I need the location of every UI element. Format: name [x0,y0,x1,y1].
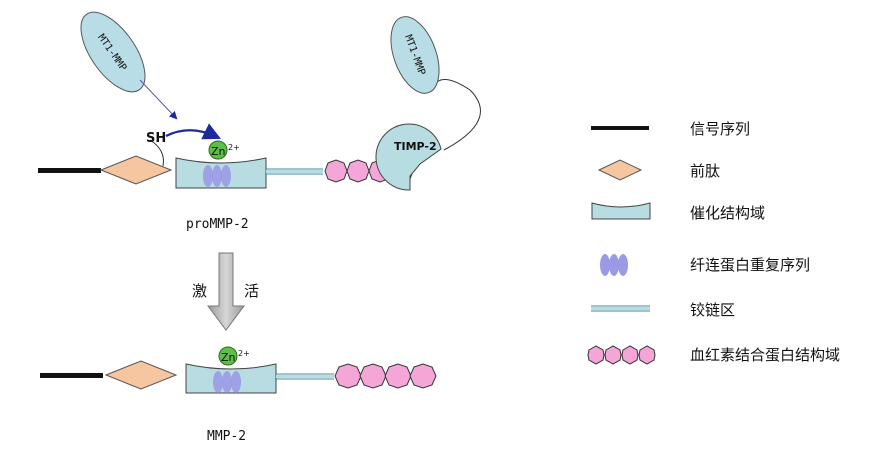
legend: 信号序列 前肽 催化结构域 纤连蛋白重复序列 铰链区 血红素结合蛋白结构域 [587,120,840,365]
legend-swatch-hemopexin [587,345,656,365]
zn-charge: 2+ [228,143,240,152]
prommp2-complex: MT1-MMP SH Zn 2+ [38,11,481,232]
prommp2-caption: proMMP-2 [186,217,249,232]
signal-sequence-active [40,373,103,378]
legend-swatch-catalytic [591,202,651,220]
cleavage-arrow [139,79,178,120]
fibronectin-repeats [203,165,231,187]
activation-char-1: 激 [192,282,207,300]
zn-charge-active: 2+ [238,349,250,358]
legend-swatch-signal [591,126,649,130]
hinge-region-active [276,373,334,380]
signal-sequence [38,168,101,173]
hinge-region [266,168,323,175]
zinc-ion: Zn 2+ [208,140,240,160]
mt1-mmp-ellipse: MT1-MMP [80,11,146,93]
legend-swatch-hinge [591,305,650,312]
zn-label: Zn [211,145,226,158]
legend-swatch-fibronectin [600,254,628,276]
activation-char-2: 活 [244,282,259,300]
timp2-tether [432,79,481,151]
timp2: TIMP-2 [375,123,442,191]
mmp2-active: Zn 2+ MMP-2 [40,346,437,444]
propeptide-active [104,360,178,390]
legend-label-hemopexin: 血红素结合蛋白结构域 [690,346,840,364]
legend-label-catalytic: 催化结构域 [690,204,765,222]
fibronectin-repeats-active [213,371,241,393]
sh-tether [149,139,164,167]
sh-label: SH [146,131,166,146]
cysteine-switch-arrow [165,123,221,140]
legend-label-fibronectin: 纤连蛋白重复序列 [690,256,810,274]
legend-label-propeptide: 前肽 [690,162,720,180]
legend-label-signal: 信号序列 [690,120,750,138]
hemopexin-domain-active [334,363,437,389]
legend-label-hinge: 铰链区 [690,301,735,319]
mmp2-caption: MMP-2 [207,429,246,444]
timp2-label: TIMP-2 [394,140,437,153]
zinc-ion-active: Zn 2+ [218,346,250,366]
activation-arrow [207,252,245,331]
activation-step: 激 活 [192,252,259,331]
zn-label-active: Zn [221,351,236,364]
legend-swatch-propeptide [597,159,643,181]
propeptide [99,155,173,185]
tethered-mt1-mmp-ellipse: MT1-MMP [390,16,440,94]
